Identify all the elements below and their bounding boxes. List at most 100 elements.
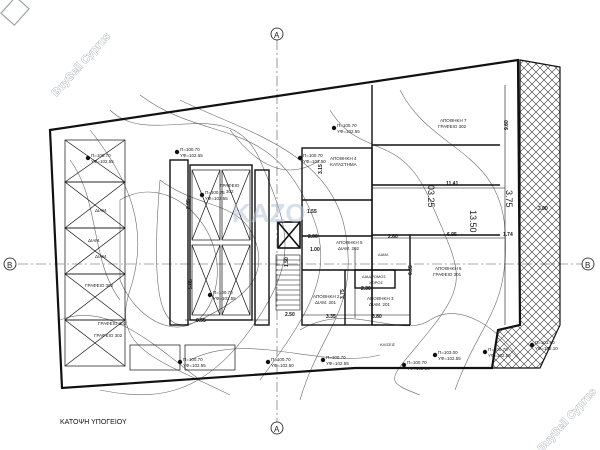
room-kliseis: ΚΛΙΣΕΙΣ	[380, 342, 396, 347]
section-label-left: B	[7, 261, 12, 270]
parking-grafeio: ΓΡΑΦΕΙΟ	[220, 183, 240, 188]
staircase	[275, 254, 301, 311]
level-2b: ΥΦ=102.55	[180, 153, 203, 158]
level-13: Π=100.70	[271, 357, 291, 362]
level-12: Π=101.10	[535, 340, 555, 345]
room-storage6-sub: ΓΡΑΦΕΙΟ 301	[433, 272, 462, 277]
level-11: Π=100.70	[488, 347, 508, 352]
watermark-top-left: BuySell Cyprus	[0, 0, 113, 99]
dim-6-55: 6.55	[408, 265, 414, 275]
dim-6-95: 6.95	[447, 232, 457, 238]
contour-lines	[59, 89, 521, 401]
dim-3-80: 3.80	[372, 314, 382, 320]
level-2: Π=100.70	[180, 147, 200, 152]
section-label-right: B	[585, 261, 590, 270]
room-corridor: ΔΙΑΔΡΟΜΟΣ	[362, 274, 386, 279]
brand-logo: KAZO	[232, 198, 306, 228]
elevator-shaft	[277, 221, 301, 249]
section-marker-bottom	[270, 421, 284, 435]
section-markers: B B A A	[3, 27, 595, 435]
level-8b: ΥΦ=102.55	[326, 361, 349, 366]
level-5: Π=100.70	[303, 153, 323, 158]
section-marker-left	[3, 257, 17, 271]
level-8: Π=100.70	[326, 355, 346, 360]
dim-1-00: 1.00	[310, 247, 320, 253]
level-7: Π=100.70	[183, 357, 203, 362]
room-storage3: ΑΠΟΘΗΚΗ 3	[367, 296, 394, 301]
level-10: Π=100.70	[407, 360, 427, 365]
dim-2-95: 2.95	[186, 199, 192, 209]
room-storage2: ΑΠΟΘΗΚΗ 2	[313, 294, 340, 299]
dim-13-50: 13.50	[468, 210, 478, 233]
level-5b: ΥΦ=102.50	[303, 159, 326, 164]
watermark-text-bottom: BuySell Cyprus	[536, 386, 599, 450]
level-7b: ΥΦ=102.55	[183, 363, 206, 368]
dim-1-55: 1.55	[307, 209, 317, 215]
level-1: Π=100.70	[337, 123, 357, 128]
dim-11-41: 11.41	[446, 181, 458, 187]
dim-1-50: 1.50	[284, 257, 290, 267]
level-marker-symbols	[85, 125, 535, 368]
room-labels: ΑΠΟΘΗΚΗ 7 ΓΡΑΦΕΙΟ 302 ΑΠΟΘΗΚΗ 6 ΓΡΑΦΕΙΟ …	[85, 118, 467, 347]
parking-grafeio-sub: 302	[226, 189, 234, 194]
dim-03-25: 03.25	[426, 185, 436, 208]
room-dian: ΔΙΑΜ.	[378, 252, 389, 257]
parking-bays	[64, 139, 251, 371]
dimension-labels: 11.41 6.95 1.74 3.00 9.60 13.50 03.25 3.…	[186, 120, 548, 324]
dim-2-60: 2.60	[388, 234, 398, 240]
level-9b: ΥΦ=102.55	[438, 356, 461, 361]
dim-6-55b: 6.55	[196, 318, 206, 324]
section-marker-right	[581, 257, 595, 271]
dim-2-00: 2.00	[308, 234, 318, 240]
level-labels: Π=100.70 ΥΦ=102.55 Π=100.70 ΥΦ=102.55 Π=…	[91, 123, 558, 371]
dim-2-30: 2.30	[361, 286, 371, 292]
parking-diam-1: ΔΙΑΜ.	[95, 208, 107, 213]
level-4b: ΥΦ=102.55	[205, 196, 228, 201]
level-1b: ΥΦ=102.55	[337, 129, 360, 134]
level-9: Π=103.00	[438, 350, 458, 355]
dim-3-75b: 3.75	[340, 289, 346, 299]
level-4: Π=100.75	[205, 190, 225, 195]
section-label-bottom: A	[274, 425, 280, 434]
dim-2-50: 2.50	[285, 312, 295, 318]
dim-3-35: 3.35	[326, 314, 336, 320]
room-storage3-sub: ΔΙΑΜ. 201	[369, 302, 391, 307]
dim-3-00: 3.00	[538, 206, 548, 212]
parking-office-1: ΓΡΑΦΕΙΟ 302	[85, 283, 114, 288]
retaining-wall-hatch	[491, 59, 561, 369]
room-corridor-2: ΧΩΡΟΣ	[369, 280, 383, 285]
watermark-logo-icon	[0, 0, 30, 27]
level-11b: ΥΦ=102.55	[488, 353, 511, 358]
section-label-top: A	[274, 31, 280, 40]
dim-5-85: 5.85	[188, 279, 194, 289]
level-3: Π=100.70	[91, 153, 111, 158]
room-storage2-sub: ΔΙΑΜ. 301	[315, 300, 337, 305]
parking-office-3: ΓΡΑΦΕΙΟ 302	[94, 333, 123, 338]
room-storage5: ΑΠΟΘΗΚΗ 5	[336, 240, 363, 245]
parking-office-2: ΓΡΑΦΕΙΟ 302	[98, 321, 127, 326]
watermark-bottom-right: BuySell Cyprus	[535, 386, 599, 450]
parking-diam-3: ΔΙΑΜ.	[95, 254, 107, 259]
level-6b: ΥΦ=102.55	[213, 296, 236, 301]
section-marker-top	[270, 27, 284, 41]
dim-9-60: 9.60	[504, 120, 510, 130]
level-3b: ΥΦ=102.55	[91, 159, 114, 164]
room-storage7-sub: ΓΡΑΦΕΙΟ 302	[438, 124, 467, 129]
dim-3-75: 3.75	[504, 190, 514, 208]
level-13b: ΥΦ=102.50	[271, 363, 294, 368]
room-storage5-sub: ΔΙΑΜ. 202	[338, 246, 360, 251]
room-storage4-sub: ΚΑΤΑΣΤΗΜΑ	[330, 162, 357, 167]
dim-3-15: 3.15	[318, 164, 324, 174]
dimension-lines	[185, 85, 506, 325]
level-10b: ΥΦ=102.55	[407, 366, 430, 371]
drawing-title: ΚΑΤΟΨΗ ΥΠΟΓΕΙΟΥ	[60, 419, 127, 426]
room-storage4: ΑΠΟΘΗΚΗ 4	[330, 156, 357, 161]
watermark-text-top: BuySell Cyprus	[50, 31, 113, 99]
level-6: Π=100.70	[213, 290, 233, 295]
dim-1-74: 1.74	[503, 232, 513, 238]
parking-diam-2: ΔΙΑΜ.	[88, 238, 100, 243]
level-12b: ΥΦ=102.10	[535, 346, 558, 351]
room-storage7: ΑΠΟΘΗΚΗ 7	[440, 118, 467, 123]
room-storage6: ΑΠΟΘΗΚΗ 6	[435, 266, 462, 271]
